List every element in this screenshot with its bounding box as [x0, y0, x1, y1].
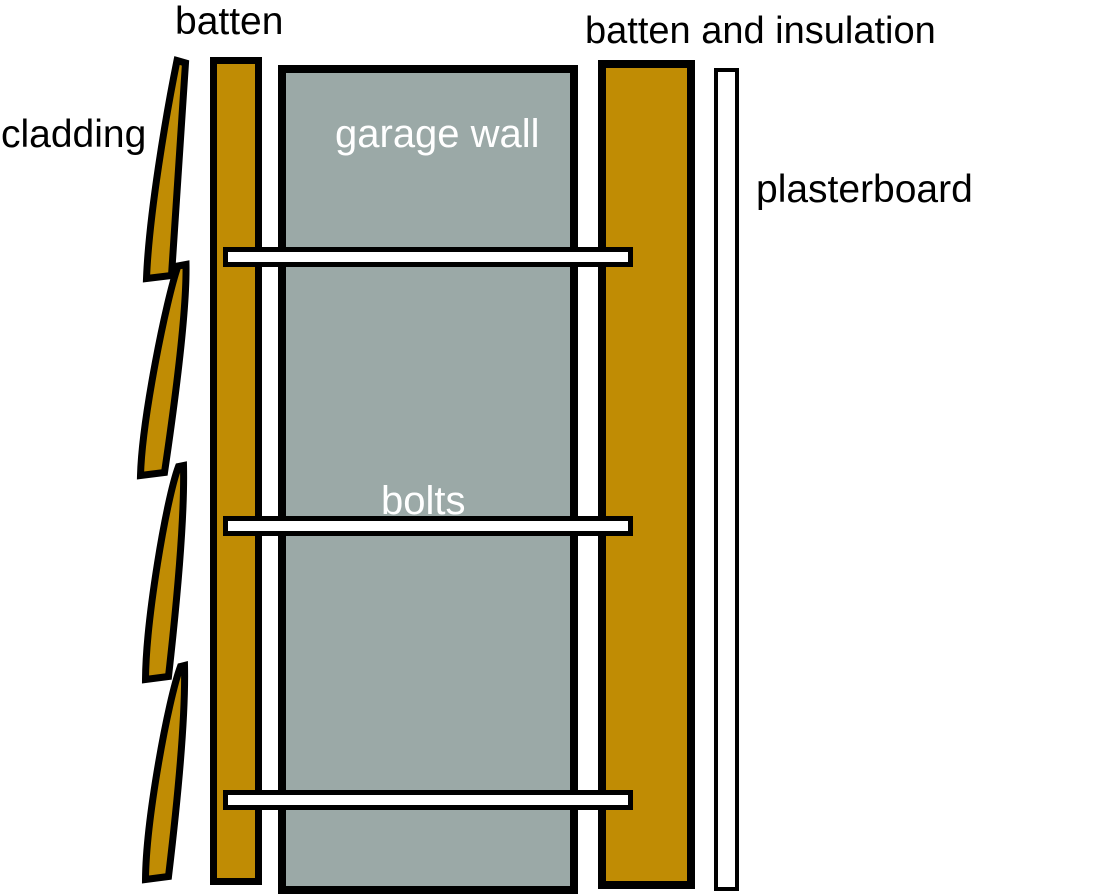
label-batten-and-insulation: batten and insulation: [585, 10, 936, 52]
bolt-top: [223, 247, 633, 267]
cladding-board-2: [136, 260, 190, 480]
label-bolts: bolts: [381, 479, 466, 523]
bolt-middle: [223, 516, 633, 536]
label-plasterboard: plasterboard: [756, 168, 973, 211]
batten-and-insulation: [598, 60, 695, 889]
garage-wall: [278, 65, 578, 894]
plasterboard: [714, 68, 739, 891]
label-garage-wall: garage wall: [335, 112, 540, 156]
bolt-bottom: [223, 790, 633, 810]
cladding-board-3: [141, 461, 188, 684]
label-cladding: cladding: [1, 113, 147, 156]
cladding-board-4: [141, 661, 189, 884]
batten-left: [210, 57, 262, 885]
cladding-board-1: [142, 56, 190, 283]
cladding-boards: [136, 56, 190, 884]
label-batten: batten: [175, 0, 284, 43]
